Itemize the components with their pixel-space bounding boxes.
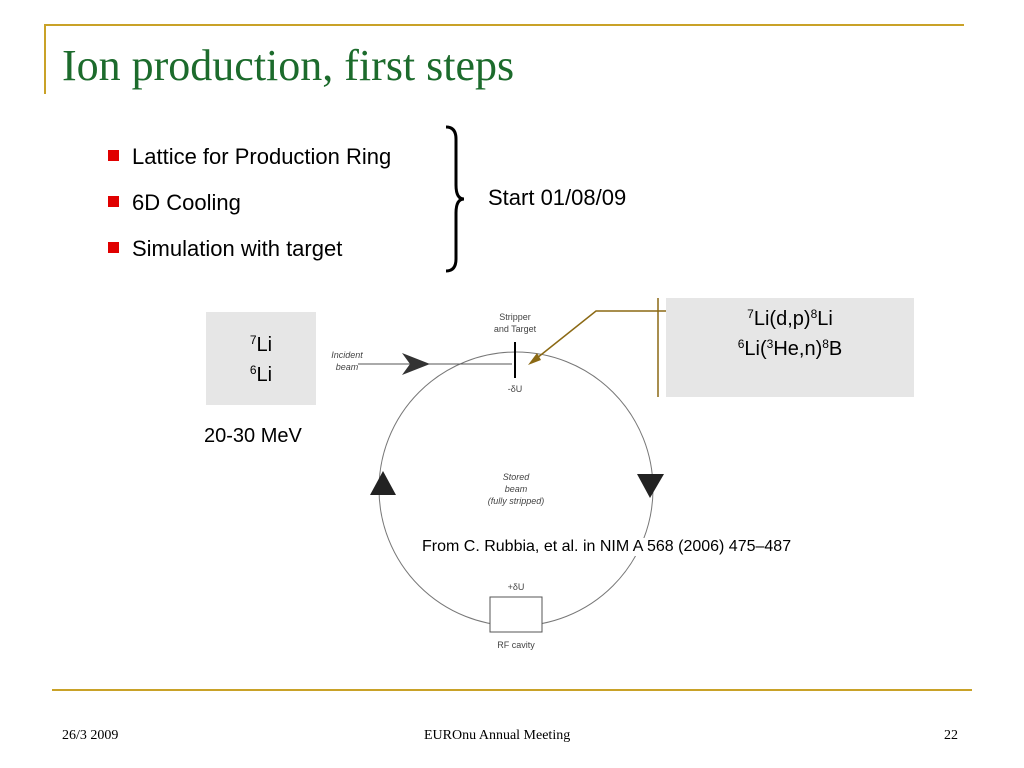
- energy-label: 20-30 MeV: [204, 425, 302, 447]
- footer-date: 26/3 2009: [62, 728, 119, 743]
- ring-direction-arrow-left-icon: [370, 471, 396, 495]
- reaction-li6-he3n: 6Li(3He,n)8B: [737, 337, 843, 360]
- incident-beam-arrow-icon: [402, 353, 430, 375]
- stripper-label: Stripper: [499, 312, 531, 322]
- incident-beam-label: Incident: [331, 350, 363, 360]
- bullet-text: Simulation with target: [132, 236, 343, 261]
- stripper-label-2: and Target: [494, 324, 537, 334]
- bullet-item: Simulation with target: [108, 234, 391, 280]
- rf-cavity-box: [489, 596, 543, 633]
- reaction-pointer-arrow-icon: [528, 353, 541, 365]
- citation-text: From C. Rubbia, et al. in NIM A 568 (200…: [422, 538, 792, 556]
- minus-delta-u-label: -δU: [508, 384, 523, 394]
- frame-left-rule: [44, 24, 46, 94]
- incident-beam-label-2: beam: [336, 362, 359, 372]
- stored-beam-label-2: beam: [505, 484, 528, 494]
- stored-beam-label: Stored: [503, 472, 531, 482]
- isotope-li7: 7Li: [249, 333, 273, 356]
- reaction-pointer-line: [531, 310, 666, 363]
- footer-event-name: EUROnu Annual Meeting: [424, 728, 571, 743]
- bullet-text: Lattice for Production Ring: [132, 144, 392, 169]
- bullet-list: Lattice for Production Ring 6D Cooling S…: [108, 142, 391, 280]
- ring-direction-arrow-right-icon: [637, 474, 664, 498]
- reaction-li7-dp: 7Li(d,p)8Li: [747, 307, 833, 330]
- frame-top-rule: [44, 24, 964, 26]
- stored-beam-label-3: (fully stripped): [488, 496, 545, 506]
- bullet-square-icon: [108, 150, 119, 161]
- footer-page-number: 22: [944, 728, 958, 743]
- bullet-square-icon: [108, 196, 119, 207]
- isotope-li6: 6Li: [249, 363, 273, 386]
- plus-delta-u-label: +δU: [508, 582, 525, 592]
- bullet-text: 6D Cooling: [132, 190, 241, 215]
- bullet-square-icon: [108, 242, 119, 253]
- footer-rule: [52, 689, 972, 691]
- slide-title: Ion production, first steps: [62, 41, 515, 90]
- curly-brace-icon: [445, 125, 465, 273]
- isotope-box: 7Li 6Li: [206, 312, 316, 405]
- bullet-item: 6D Cooling: [108, 188, 391, 234]
- bullet-item: Lattice for Production Ring: [108, 142, 391, 188]
- rf-cavity-label: RF cavity: [497, 640, 535, 650]
- start-date-label: Start 01/08/09: [488, 185, 627, 210]
- reaction-box: 7Li(d,p)8Li 6Li(3He,n)8B: [666, 298, 914, 397]
